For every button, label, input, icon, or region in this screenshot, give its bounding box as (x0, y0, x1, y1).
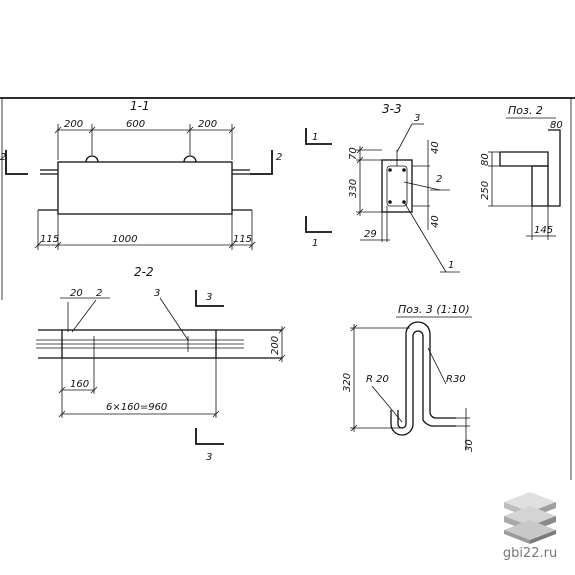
dim-70: 70 (348, 147, 359, 160)
stacked-slabs-logo-icon (504, 492, 556, 544)
dim-200-vertical: 200 (270, 336, 281, 355)
section-2-2: 2-2 20 2 3 200 160 (36, 265, 286, 463)
pos-3-label: 3 (414, 113, 420, 124)
dim-145: 145 (534, 225, 553, 236)
dim-1000: 1000 (112, 234, 137, 245)
dim-29: 29 (364, 229, 377, 240)
dim-20: 20 (70, 288, 83, 299)
watermark-text: gbi22.ru (502, 546, 558, 561)
beam-body (57, 161, 233, 215)
dim-200-left: 200 (64, 119, 83, 130)
section-1-1-title: 1-1 (130, 99, 150, 113)
dim-160: 160 (70, 379, 89, 390)
dim-80-left: 80 (480, 153, 491, 166)
dim-80-top: 80 (550, 120, 563, 131)
dim-330: 330 (348, 179, 359, 198)
dim-30: 30 (464, 439, 475, 452)
dim-320: 320 (342, 373, 353, 392)
dim-115-right: 115 (233, 234, 252, 245)
cut-mark-2-left: 2 (0, 152, 6, 163)
dim-600: 600 (126, 119, 145, 130)
cross-section-outline (381, 159, 413, 213)
pos-1-label: 1 (448, 260, 454, 271)
position-2-detail: Поз. 2 80 80 250 145 (480, 104, 563, 240)
pos-2-title: Поз. 2 (508, 104, 543, 117)
dim-40-top: 40 (430, 141, 441, 154)
watermark: gbi22.ru (491, 490, 569, 561)
dim-115-left: 115 (40, 234, 59, 245)
dim-250: 250 (480, 181, 491, 200)
r20-label: R 20 (366, 374, 389, 385)
pos-3-leader: 3 (154, 288, 160, 299)
section-3-3-title: 3-3 (382, 102, 402, 116)
lifting-loop-left (85, 155, 99, 163)
section-3-3: 3-3 70 330 40 40 29 3 (305, 102, 460, 273)
lifting-loop-right (183, 155, 197, 163)
cut-mark-3-bottom: 3 (206, 452, 212, 463)
position-3-detail: Поз. 3 (1:10) 320 R 20 R30 30 (342, 303, 475, 452)
dim-200-right: 200 (198, 119, 217, 130)
dim-960: 6×160=960 (106, 402, 167, 413)
section-1-1: 1-1 200 600 200 115 (0, 99, 282, 250)
pos-2-label: 2 (436, 174, 442, 185)
cut-mark-3-top: 3 (206, 292, 212, 303)
cut-mark-1-bottom: 1 (312, 238, 318, 249)
cut-mark-2-right: 2 (276, 152, 282, 163)
section-2-2-title: 2-2 (134, 265, 154, 279)
cut-mark-1-top: 1 (312, 132, 318, 143)
pos-2-leader: 2 (96, 288, 102, 299)
r30-label: R30 (446, 374, 466, 385)
dim-40-bottom: 40 (430, 215, 441, 228)
pos-3-title: Поз. 3 (1:10) (398, 303, 470, 316)
stirrup (386, 165, 408, 207)
